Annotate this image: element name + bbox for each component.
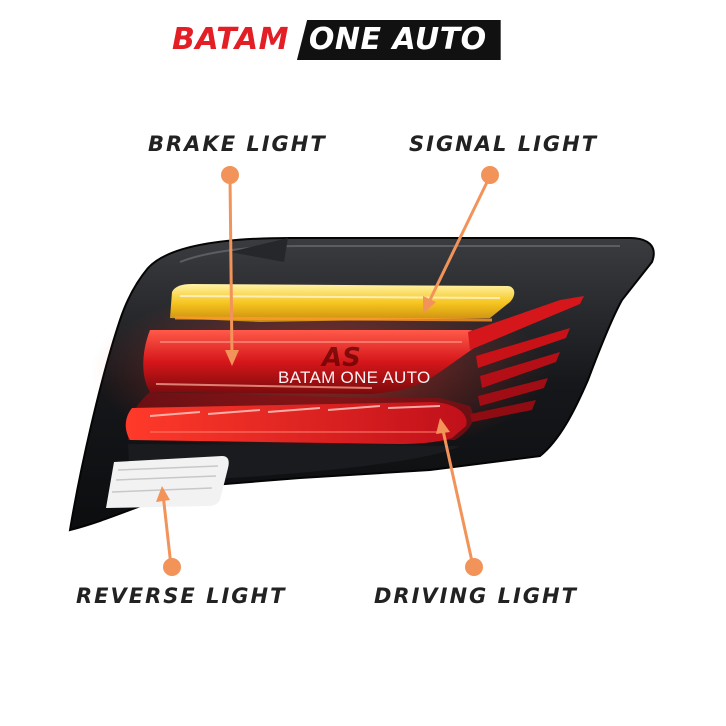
driving-light-strip	[125, 402, 467, 444]
signal-light-label: SIGNAL LIGHT	[409, 132, 599, 156]
pointer-driving	[436, 418, 483, 576]
driving-light-label: DRIVING LIGHT	[374, 584, 578, 608]
brand-logo-dark-text: ONE AUTO	[296, 20, 501, 60]
reverse-light-lens	[106, 444, 460, 508]
brand-logo-red-text: BATAM	[172, 22, 289, 57]
signal-light-bar	[170, 284, 515, 322]
pointer-signal	[423, 166, 499, 314]
pointer-reverse	[156, 486, 181, 576]
pointer-brake	[221, 166, 239, 366]
brake-light-label: BRAKE LIGHT	[148, 132, 327, 156]
right-fin-group	[468, 296, 584, 422]
brand-logo: BATAM ONE AUTO	[172, 20, 501, 60]
reverse-light-label: REVERSE LIGHT	[76, 584, 287, 608]
watermark-text: BATAM ONE AUTO	[278, 368, 431, 387]
svg-text:AS: AS	[320, 343, 361, 373]
